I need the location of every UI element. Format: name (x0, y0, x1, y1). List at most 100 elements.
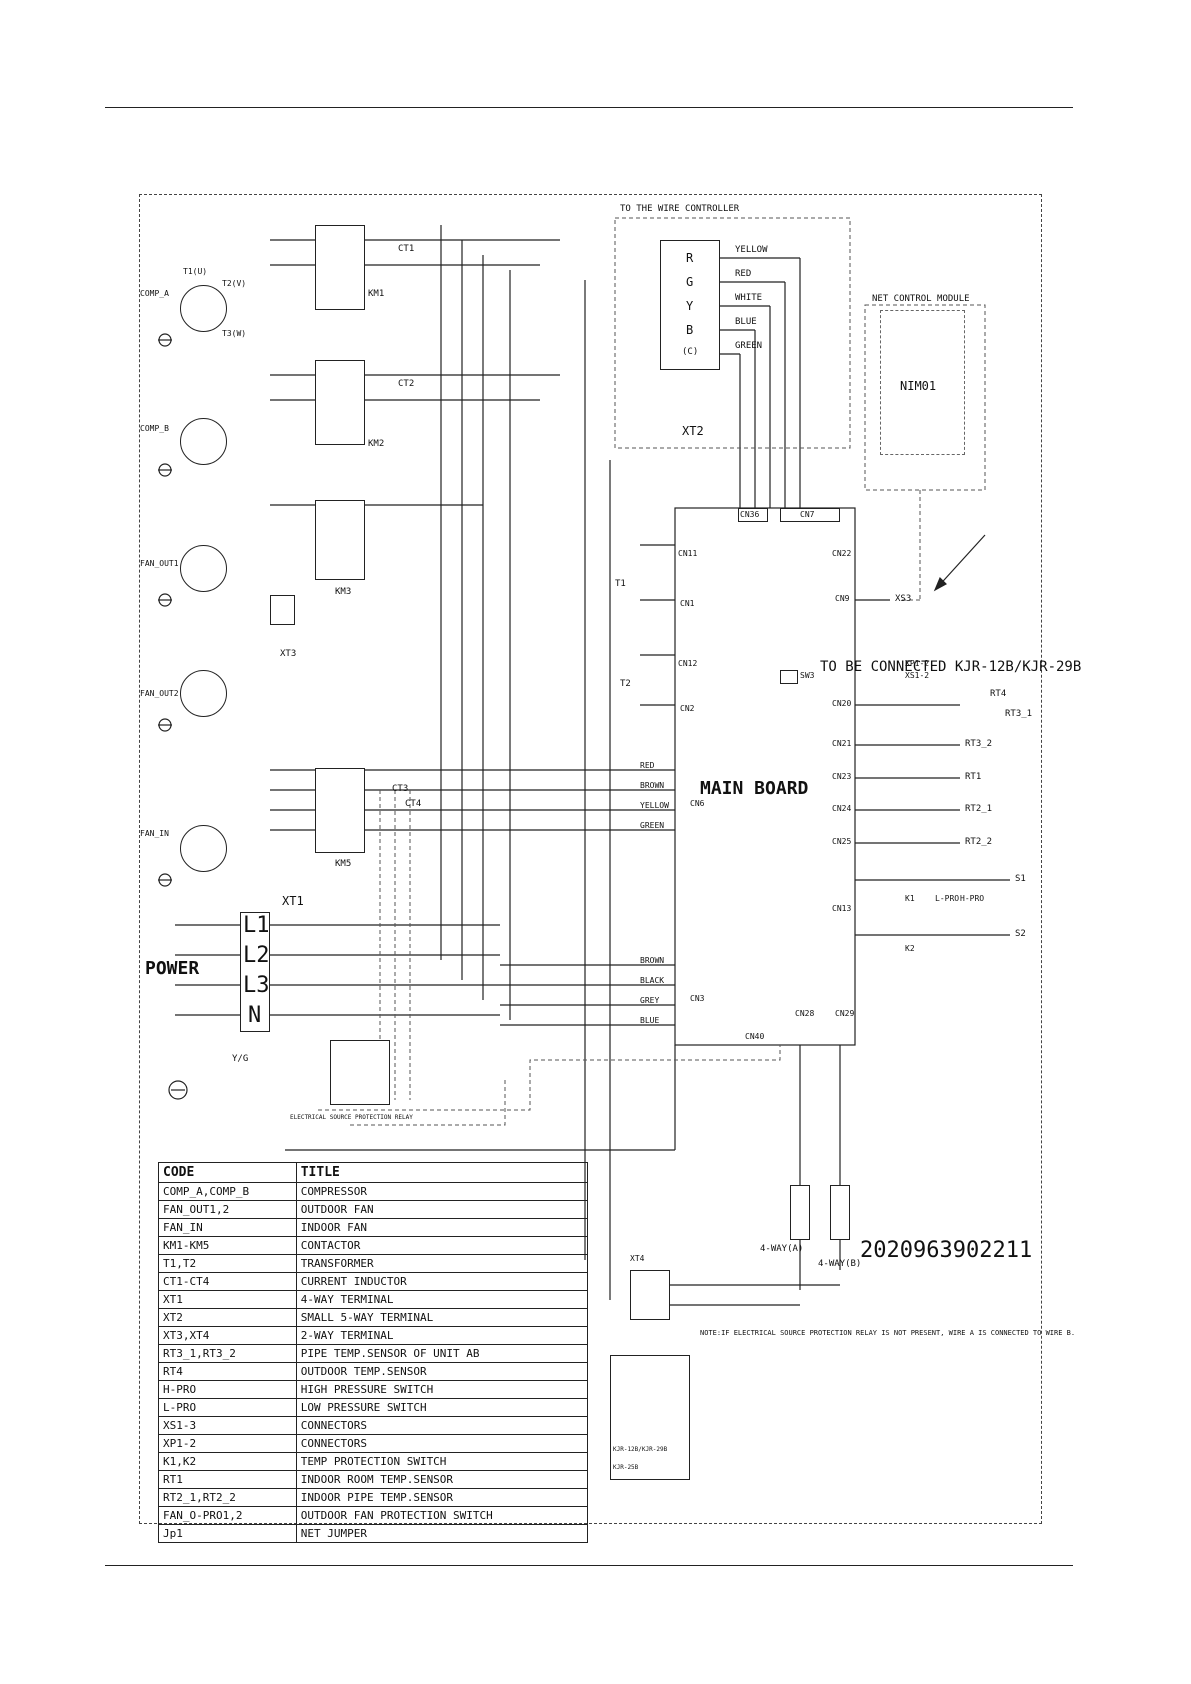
km3-label: KM3 (335, 587, 352, 597)
comp-a-motor (180, 285, 227, 332)
cn11-label: CN11 (678, 549, 698, 558)
comp-b-motor (180, 418, 227, 465)
xt2-wire-blue: BLUE (735, 317, 757, 327)
xt4-label: XT4 (630, 1254, 645, 1263)
rt3-2-label: RT3_2 (965, 739, 993, 749)
title-cell: CONNECTORS (295, 1416, 589, 1435)
cn3-wire-blue: BLUE (640, 1016, 660, 1025)
serial-number: 2020963902211 (860, 1238, 1033, 1263)
code-cell: CT1-CT4 (158, 1272, 297, 1291)
cn36-label: CN36 (740, 510, 760, 519)
4way-b-coil (830, 1185, 850, 1240)
code-cell: K1,K2 (158, 1452, 297, 1471)
code-cell: XT3,XT4 (158, 1326, 297, 1345)
l-pro-label: L-PRO (935, 894, 960, 903)
comp-b-label: COMP_B (140, 424, 169, 433)
xp1-2-label: XP1-2 (905, 659, 930, 668)
cn22-label: CN22 (832, 549, 852, 558)
xt2-term-g: G (686, 275, 694, 289)
rt2-2-label: RT2_2 (965, 837, 993, 847)
xs3-label: XS3 (895, 594, 912, 604)
title-cell: CURRENT INDUCTOR (295, 1272, 589, 1291)
xt1-term-l3: L3 (243, 973, 270, 998)
cn24-label: CN24 (832, 804, 852, 813)
top-rule (105, 107, 1073, 108)
title-cell: TRANSFORMER (295, 1254, 589, 1273)
code-cell: RT3_1,RT3_2 (158, 1344, 297, 1363)
rt2-1-label: RT2_1 (965, 804, 993, 814)
cn3-wire-brown: BROWN (640, 956, 665, 965)
title-cell: COMPRESSOR (295, 1182, 589, 1201)
sw-mode-1: KJR-12B/KJR-29B (613, 1446, 668, 1453)
xs1-2-label: XS1-2 (905, 671, 930, 680)
code-cell: RT2_1,RT2_2 (158, 1488, 297, 1507)
connect-note: TO BE CONNECTED KJR-12B/KJR-29B (820, 659, 1082, 675)
xt3-label: XT3 (280, 649, 297, 659)
xt2-wire-green: GREEN (735, 341, 763, 351)
4way-b-label: 4-WAY(B) (818, 1259, 862, 1269)
xt2-wire-white: WHITE (735, 293, 763, 303)
cn6-wire-yellow: YELLOW (640, 801, 669, 810)
code-cell: XS1-3 (158, 1416, 297, 1435)
cn7-connector (780, 508, 840, 522)
xt2-term-r: R (686, 251, 694, 265)
xt2-label: XT2 (682, 424, 704, 438)
cn23-label: CN23 (832, 772, 852, 781)
comp-a-label: COMP_A (140, 289, 169, 298)
km2-label: KM2 (368, 439, 385, 449)
code-cell: FAN_OUT1,2 (158, 1200, 297, 1219)
km5-label: KM5 (335, 859, 352, 869)
cn25-label: CN25 (832, 837, 852, 846)
t2-label: T2 (620, 679, 631, 689)
power-label: POWER (145, 958, 200, 979)
title-cell: PIPE TEMP.SENSOR OF UNIT AB (295, 1344, 589, 1363)
code-cell: XP1-2 (158, 1434, 297, 1453)
sw3-mode-table: KJR-12B/KJR-29B KJR-25B (610, 1355, 690, 1480)
title-cell: OUTDOOR FAN (295, 1200, 589, 1219)
title-cell: OUTDOOR TEMP.SENSOR (295, 1362, 589, 1381)
xt3-terminal (270, 595, 295, 625)
title-cell: INDOOR PIPE TEMP.SENSOR (295, 1488, 589, 1507)
title-header: TITLE (295, 1162, 589, 1183)
cn6-wire-red: RED (640, 761, 655, 770)
xt1-term-n: N (248, 1003, 262, 1028)
title-cell: 4-WAY TERMINAL (295, 1290, 589, 1309)
ct3-label: CT3 (392, 784, 409, 794)
s2-label: S2 (1015, 929, 1026, 939)
t3-w-label: T3(W) (222, 329, 247, 338)
xt2-wire-red: RED (735, 269, 752, 279)
cn9-label: CN9 (835, 594, 850, 603)
4way-a-label: 4-WAY(A) (760, 1244, 804, 1254)
code-cell: RT1 (158, 1470, 297, 1489)
xt2-terminal-block (660, 240, 720, 370)
title-cell: OUTDOOR FAN PROTECTION SWITCH (295, 1506, 589, 1525)
xt2-wire-yellow: YELLOW (735, 245, 768, 255)
cn1-label: CN1 (680, 599, 695, 608)
cn40-label: CN40 (745, 1032, 765, 1041)
cn3-wire-black: BLACK (640, 976, 665, 985)
xt1-term-l1: L1 (243, 913, 270, 938)
xt2-term-y: Y (686, 299, 694, 313)
net-control-module (880, 310, 965, 455)
xt4-terminal (630, 1270, 670, 1320)
code-cell: H-PRO (158, 1380, 297, 1399)
code-cell: T1,T2 (158, 1254, 297, 1273)
sw-mode-2: KJR-25B (613, 1464, 639, 1471)
xt1-term-l2: L2 (243, 943, 270, 968)
title-cell: LOW PRESSURE SWITCH (295, 1398, 589, 1417)
ct1-label: CT1 (398, 244, 415, 254)
rt4-label: RT4 (990, 689, 1007, 699)
cn29-label: CN29 (835, 1009, 855, 1018)
cn6-label: CN6 (690, 799, 705, 808)
code-cell: KM1-KM5 (158, 1236, 297, 1255)
